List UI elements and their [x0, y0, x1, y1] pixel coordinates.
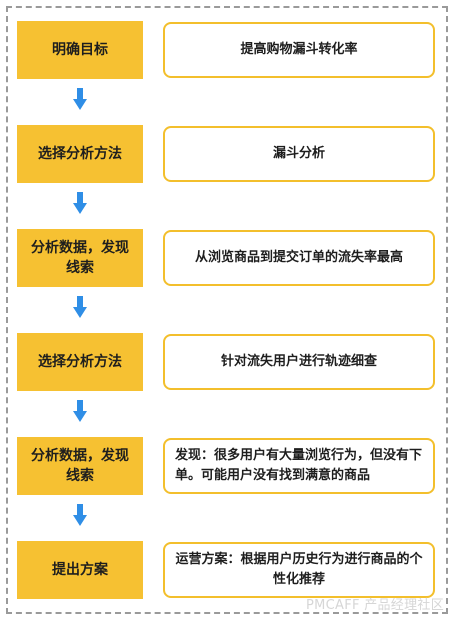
- step-box-1: 明确目标: [17, 21, 143, 79]
- description-box-5: 发现：很多用户有大量浏览行为，但没有下单。可能用户没有找到满意的商品: [163, 438, 435, 494]
- flow-arrow-1: [73, 88, 87, 110]
- step-box-4: 选择分析方法: [17, 333, 143, 391]
- description-box-1: 提高购物漏斗转化率: [163, 22, 435, 78]
- watermark: PMCAFF 产品经理社区: [305, 598, 444, 613]
- flow-row-5: 分析数据，发现线索 发现：很多用户有大量浏览行为，但没有下单。可能用户没有找到满…: [0, 437, 456, 495]
- description-box-4: 针对流失用户进行轨迹细查: [163, 334, 435, 390]
- flow-arrow-4: [73, 400, 87, 422]
- description-box-3: 从浏览商品到提交订单的流失率最高: [163, 230, 435, 286]
- flow-row-2: 选择分析方法 漏斗分析: [0, 125, 456, 183]
- diagram-frame: [6, 6, 448, 614]
- description-box-6: 运营方案：根据用户历史行为进行商品的个性化推荐: [163, 542, 435, 598]
- flow-arrow-5: [73, 504, 87, 526]
- step-box-5: 分析数据，发现线索: [17, 437, 143, 495]
- flow-arrow-2: [73, 192, 87, 214]
- step-box-2: 选择分析方法: [17, 125, 143, 183]
- flow-row-3: 分析数据，发现线索 从浏览商品到提交订单的流失率最高: [0, 229, 456, 287]
- flow-row-1: 明确目标 提高购物漏斗转化率: [0, 21, 456, 79]
- flow-row-6: 提出方案 运营方案：根据用户历史行为进行商品的个性化推荐: [0, 541, 456, 599]
- flow-arrow-3: [73, 296, 87, 318]
- step-box-3: 分析数据，发现线索: [17, 229, 143, 287]
- description-box-2: 漏斗分析: [163, 126, 435, 182]
- flow-row-4: 选择分析方法 针对流失用户进行轨迹细查: [0, 333, 456, 391]
- step-box-6: 提出方案: [17, 541, 143, 599]
